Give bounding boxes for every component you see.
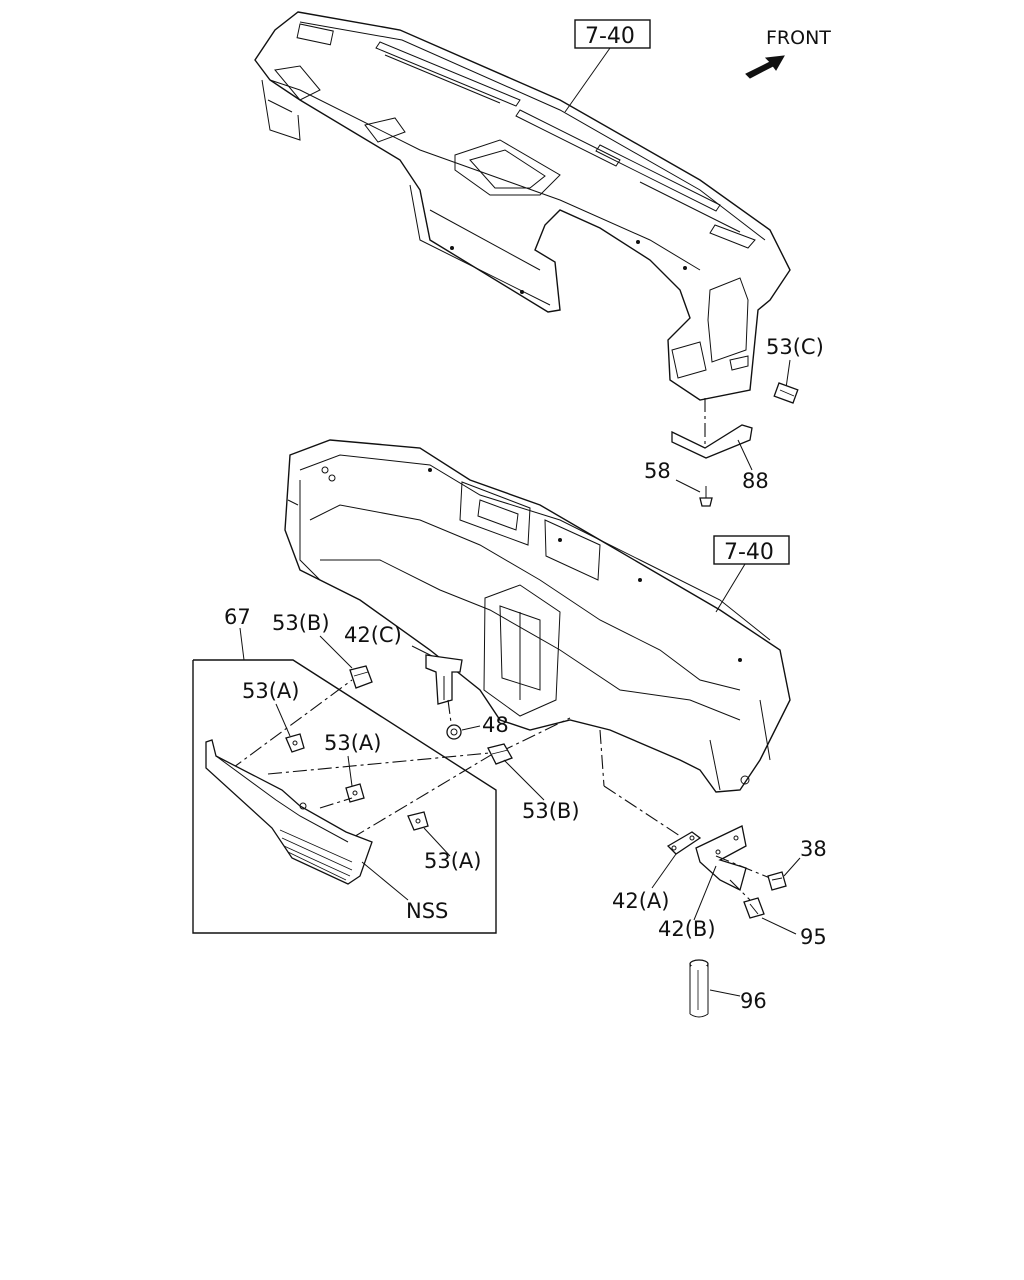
cross-car-beam (284, 439, 791, 793)
group-box-67 (192, 659, 497, 934)
bracket-42c (425, 654, 463, 705)
screw-38 (767, 871, 787, 891)
callout-67: 67 (224, 605, 251, 629)
callout-53a-2: 53(A) (324, 731, 381, 755)
callout-53b-top: 53(B) (272, 611, 330, 635)
front-arrow-icon (745, 55, 785, 79)
clip-53b-top (349, 665, 373, 689)
callout-38: 38 (800, 837, 827, 861)
callout-96: 96 (740, 989, 767, 1013)
callout-48: 48 (482, 713, 509, 737)
callout-53a-1: 53(A) (242, 679, 299, 703)
instrument-panel-upper (254, 11, 791, 401)
callout-53b-bottom: 53(B) (522, 799, 580, 823)
callout-95: 95 (800, 925, 827, 949)
bracket-42a (666, 831, 702, 855)
clip-53b-bottom (487, 743, 513, 765)
ref-box-lower (713, 535, 790, 565)
bracket-88 (671, 424, 753, 459)
clip-53a-3 (407, 811, 429, 831)
callout-53a-3: 53(A) (424, 849, 481, 873)
ref-label-lower: 7-40 (724, 540, 774, 565)
ref-label-upper: 7-40 (585, 24, 635, 49)
clip-53a-2 (345, 783, 365, 803)
screw-58 (699, 486, 713, 507)
clip-53c (773, 382, 799, 404)
clip-53a-1 (285, 733, 305, 753)
callout-42b: 42(B) (658, 917, 716, 941)
nut-48 (446, 724, 462, 740)
callout-58: 58 (644, 459, 671, 483)
ref-box-upper (574, 19, 651, 49)
lower-cover-nss (205, 739, 373, 885)
front-label: FRONT (766, 27, 831, 49)
callout-42a: 42(A) (612, 889, 669, 913)
callout-88: 88 (742, 469, 769, 493)
callout-nss: NSS (406, 899, 448, 923)
callout-53c: 53(C) (766, 335, 824, 359)
spacer-96 (689, 959, 709, 1018)
bolt-95 (743, 897, 765, 919)
callout-42c: 42(C) (344, 623, 402, 647)
